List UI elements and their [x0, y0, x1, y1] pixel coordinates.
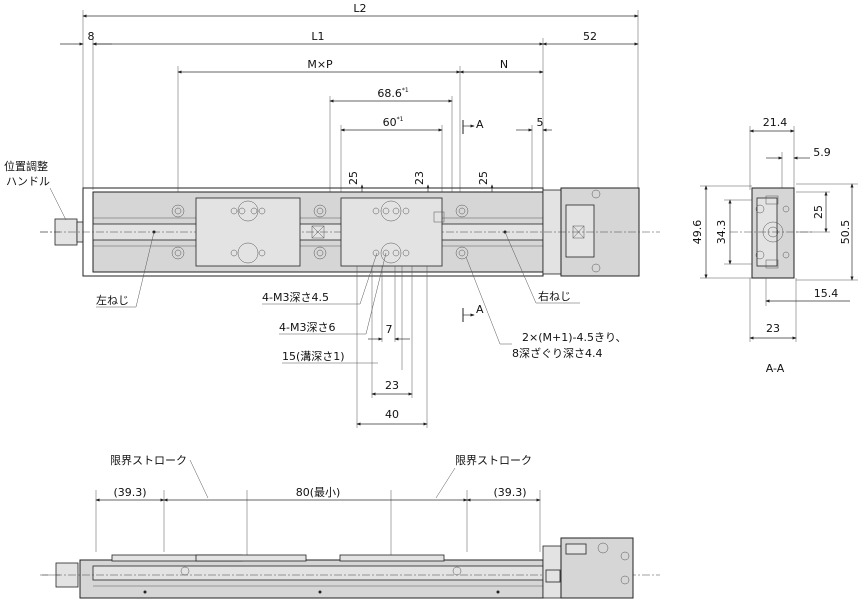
dim-39.3-left: (39.3): [113, 486, 146, 499]
dim-68.6-label: 68.6*1: [377, 87, 409, 100]
dim-v25a-label: 25: [347, 171, 360, 185]
callout-holes-2: 8深ざぐり深さ4.4: [512, 346, 603, 360]
section-mark-bottom: A: [476, 303, 484, 316]
dim-23-section-label: 23: [766, 322, 780, 335]
section-mark-top: A: [476, 118, 484, 131]
slider-left: [195, 197, 301, 267]
handle-label-2: ハンドル: [6, 175, 50, 188]
dim-23-label: 23: [385, 379, 399, 392]
right-screw-label: 右ねじ: [538, 289, 571, 303]
dim-25-label: 25: [812, 205, 825, 219]
section-view: 21.4 5.9 49.6 34.3 50.5 25: [691, 116, 858, 375]
section-title: A-A: [766, 362, 785, 375]
dim-60-label: 60*1: [383, 116, 404, 129]
dim-80-label: 80(最小): [296, 486, 341, 499]
dim-N-label: N: [500, 58, 508, 71]
dim-5.9-label: 5.9: [813, 146, 831, 159]
dim-8-label: 8: [88, 30, 95, 43]
callout-holes-1: 2×(M+1)-4.5きり、: [522, 331, 627, 344]
slider-right: [340, 197, 443, 267]
stroke-limit-left: 限界ストローク: [110, 454, 187, 467]
dim-34.3-label: 34.3: [715, 220, 728, 245]
bottom-view: 限界ストローク 限界ストローク (39.3) 80(最小) (39.3): [40, 454, 660, 599]
dim-MxP-label: M×P: [307, 58, 333, 71]
dim-L2-label: L2: [353, 2, 366, 15]
dim-5-label: 5: [537, 116, 544, 129]
callout-m3-45: 4-M3深さ4.5: [262, 291, 329, 304]
dim-49.6-label: 49.6: [691, 220, 704, 245]
dim-7-label: 7: [386, 323, 393, 336]
dim-v23-label: 23: [413, 171, 426, 185]
dim-52-label: 52: [583, 30, 597, 43]
dim-15.4-label: 15.4: [814, 287, 839, 300]
dim-50.5-label: 50.5: [839, 220, 852, 245]
dim-L1-label: L1: [311, 30, 324, 43]
rail-holes: [171, 204, 469, 260]
stroke-limit-right: 限界ストローク: [455, 454, 532, 467]
handle-label-1: 位置調整: [4, 159, 48, 173]
top-view: L2 8 L1 52 M×P N 68.6*1 60*1 5 A A 25: [4, 2, 660, 428]
dim-v25b-label: 25: [477, 171, 490, 185]
dim-39.3-right: (39.3): [493, 486, 526, 499]
callout-groove: 15(溝深さ1): [282, 350, 345, 363]
callout-m3-6: 4-M3深さ6: [279, 321, 335, 334]
dim-40-label: 40: [385, 408, 399, 421]
dim-21.4-label: 21.4: [763, 116, 788, 129]
left-screw-label: 左ねじ: [96, 294, 129, 307]
